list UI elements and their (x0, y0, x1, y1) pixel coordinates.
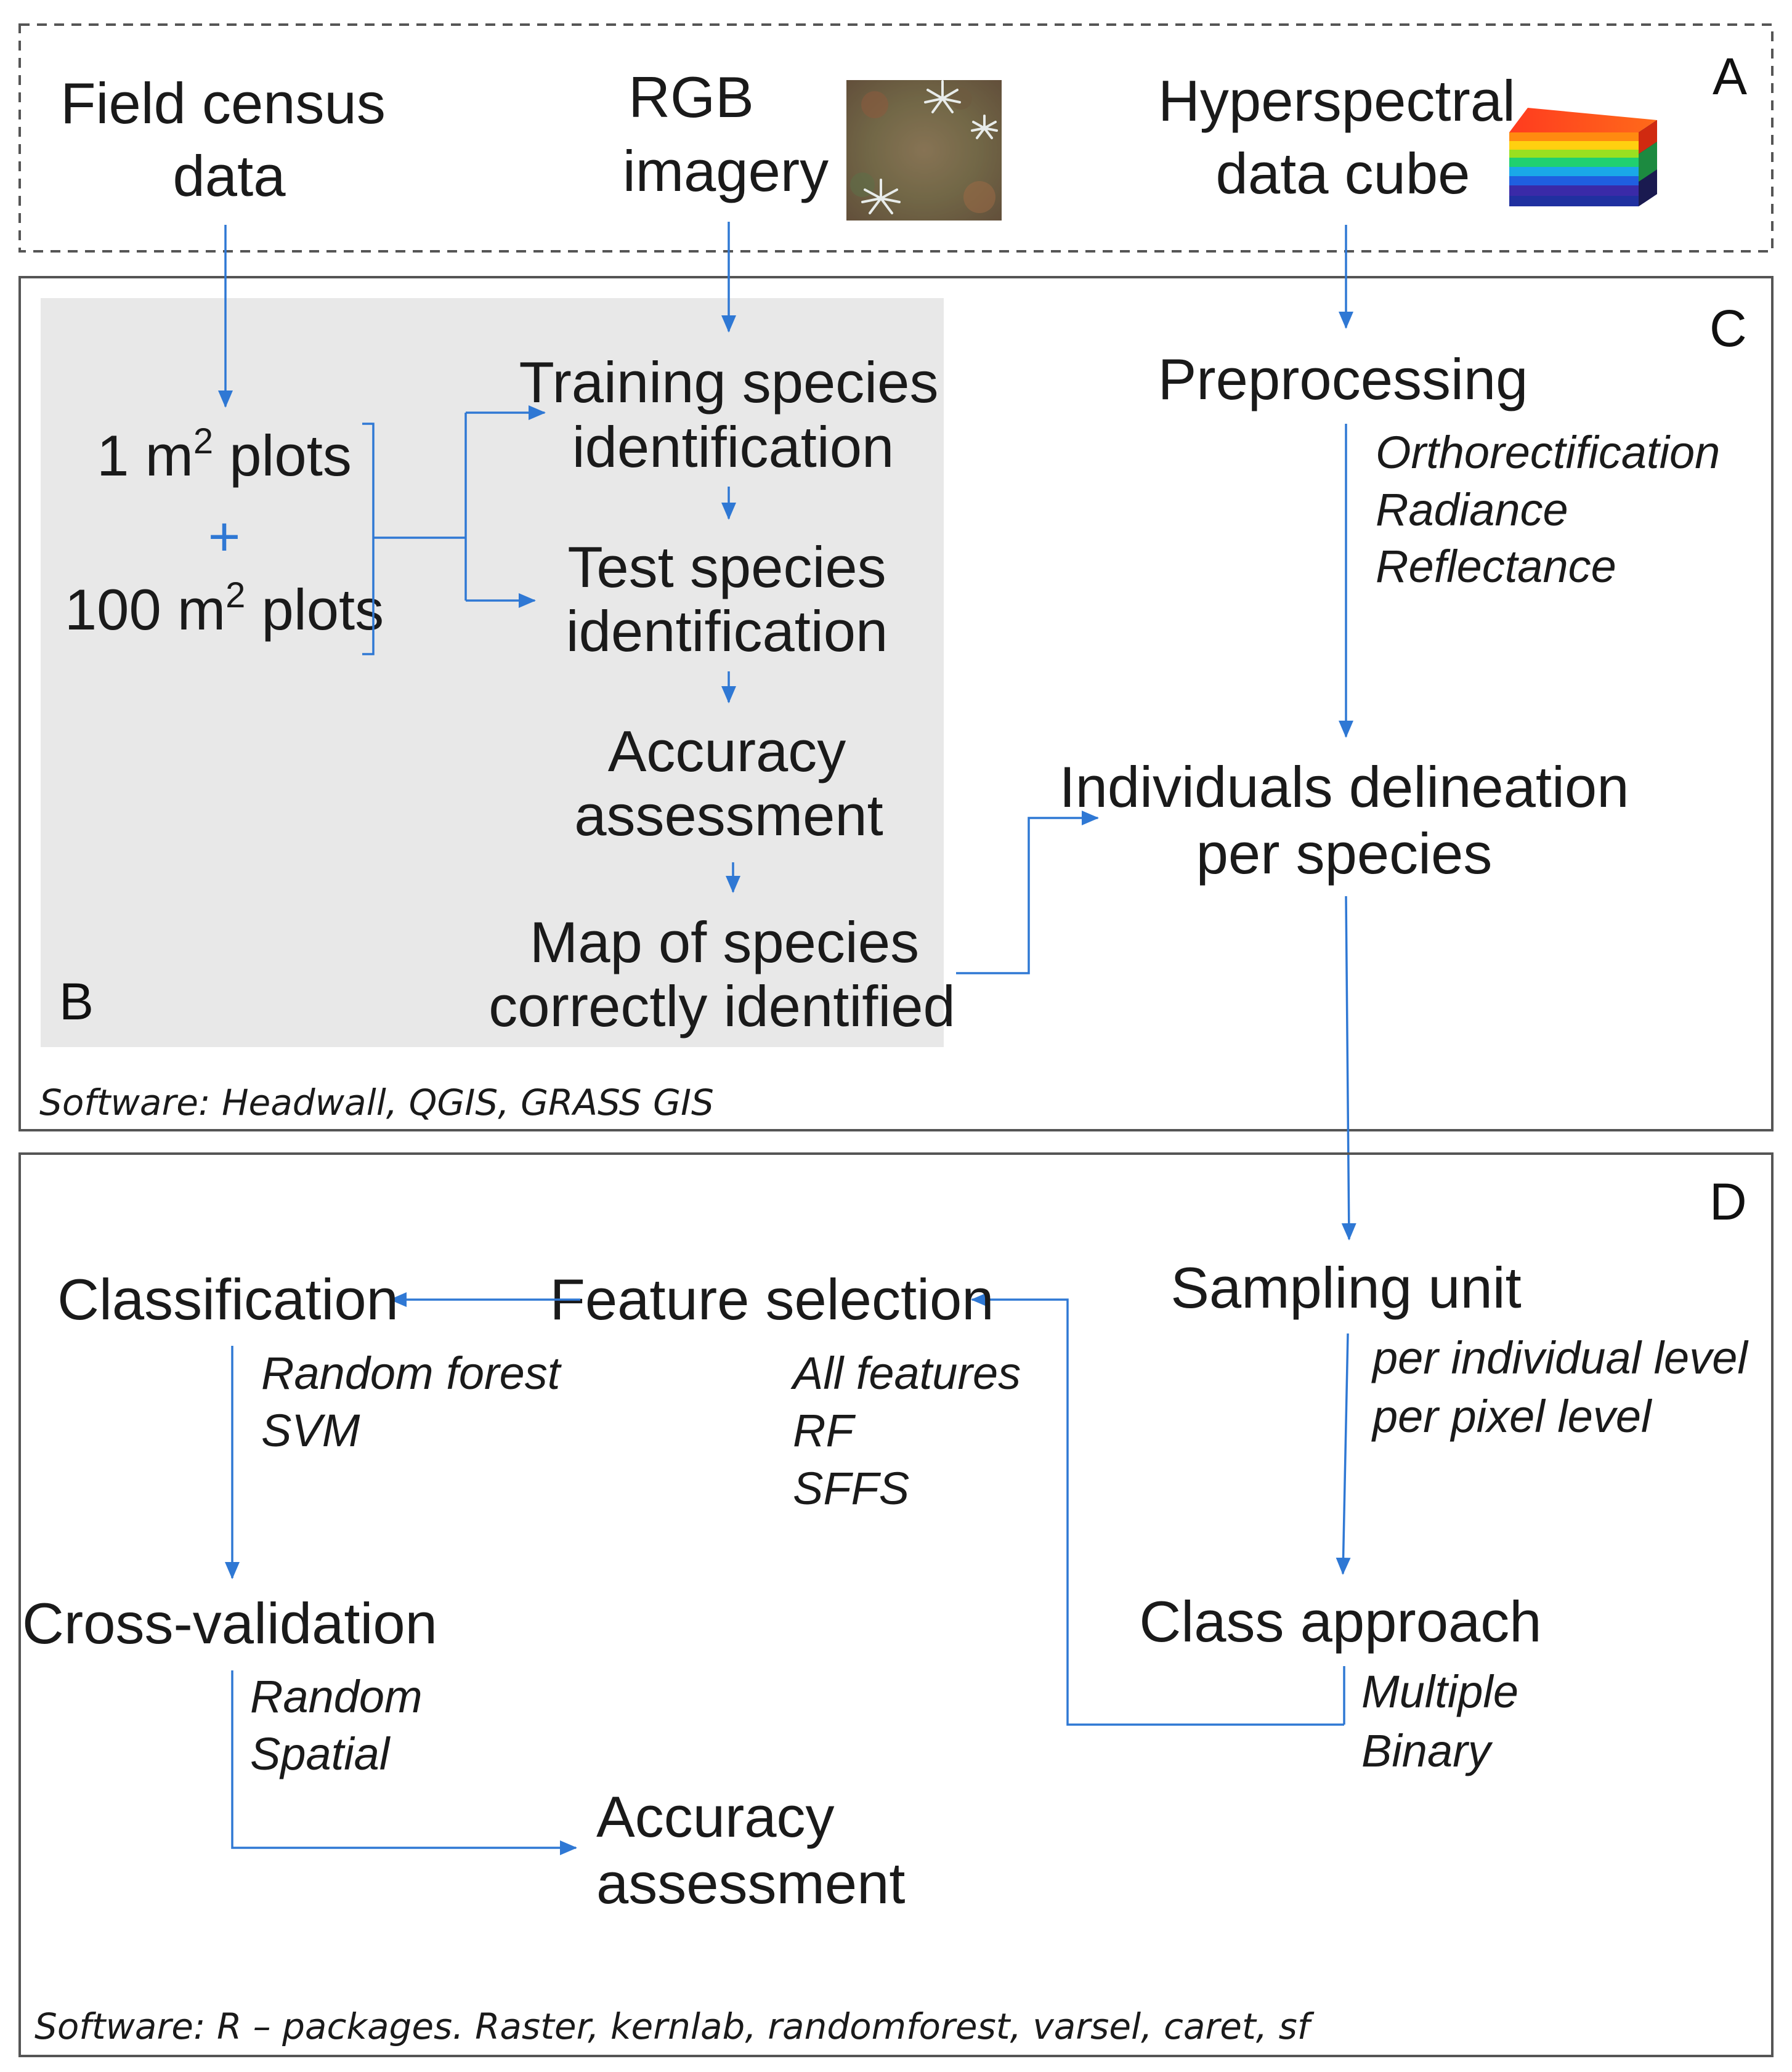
training-label: Training species (519, 350, 939, 415)
test-label-2: identification (566, 599, 888, 663)
arrow-class-to-feature (971, 1292, 1344, 1726)
sampling-individual: per individual level (1371, 1332, 1749, 1383)
plot-100m-rest: plots (245, 577, 384, 642)
panel-d-frame (18, 1152, 1774, 2057)
delineation-label: Individuals delineation (1060, 755, 1629, 819)
cross-validation-label: Cross-validation (22, 1591, 437, 1656)
panel-label-a: A (1713, 47, 1747, 105)
class-opt-multiple: Multiple (1361, 1666, 1518, 1717)
accuracy-d-label: Accuracy (596, 1784, 835, 1849)
classification-label: Classification (57, 1267, 399, 1332)
delineation-label-2: per species (1196, 821, 1493, 886)
method-random-forest: Random forest (261, 1348, 562, 1399)
panel-label-c: C (1709, 299, 1747, 357)
pre-step-reflectance: Reflectance (1376, 541, 1616, 592)
accuracy-d-label-2: assessment (596, 1851, 906, 1916)
panel-d-software: Software: R – packages. Raster, kernlab,… (34, 2005, 1315, 2047)
panel-a-frame (18, 23, 1774, 253)
spectral-cube-icon (1509, 108, 1657, 206)
cv-spatial: Spatial (250, 1728, 391, 1779)
plot-100m-num: 100 m (65, 577, 225, 642)
plot-100m-label: 100 m2 plots (65, 575, 384, 642)
field-census-label: Field census (60, 71, 386, 136)
sampling-label: Sampling unit (1170, 1255, 1522, 1320)
rgb-label-2: imagery (623, 139, 829, 203)
hyperspectral-label: Hyperspectral (1158, 68, 1515, 133)
plus-sign: + (208, 506, 241, 568)
arrow-sampling-to-class-approach (1336, 1333, 1351, 1575)
panel-label-d: D (1709, 1173, 1747, 1231)
arrow-cv-to-accuracy (231, 1670, 577, 1855)
method-svm: SVM (261, 1405, 360, 1456)
accuracy-b-label: Accuracy (608, 719, 846, 783)
feature-sffs: SFFS (793, 1463, 909, 1514)
plot-1m-label: 1 m2 plots (97, 421, 352, 488)
sampling-pixel: per pixel level (1371, 1391, 1653, 1442)
map-label: Map of species (530, 910, 919, 974)
class-approach-label: Class approach (1139, 1589, 1541, 1654)
panel-b-background (41, 298, 944, 1047)
field-census-label-2: data (173, 144, 286, 208)
pre-step-radiance: Radiance (1376, 484, 1568, 535)
plot-1m-num: 1 m (97, 423, 193, 488)
map-label-2: correctly identified (489, 974, 955, 1038)
class-opt-binary: Binary (1361, 1725, 1493, 1776)
rgb-label: RGB (628, 65, 754, 129)
panel-label-b: B (59, 973, 94, 1030)
accuracy-b-label-2: assessment (574, 783, 883, 848)
plot-100m-sup: 2 (225, 575, 245, 615)
arrow-delineation-to-sampling (1341, 896, 1356, 1240)
feature-rf: RF (793, 1405, 856, 1456)
aerial-vegetation-image (846, 80, 1002, 221)
plots-bracket (362, 423, 375, 655)
plot-1m-sup: 2 (193, 421, 213, 461)
panel-c-frame (18, 276, 1774, 1131)
cv-random: Random (250, 1671, 423, 1722)
feature-all: All features (790, 1348, 1021, 1399)
panel-c-software: Software: Headwall, QGIS, GRASS GIS (39, 1082, 714, 1123)
arrow-map-to-delineation (956, 811, 1099, 974)
feature-selection-label: Feature selection (549, 1267, 994, 1332)
plot-1m-rest: plots (213, 423, 352, 488)
hyperspectral-label-2: data cube (1216, 141, 1470, 206)
pre-step-orthorectification: Orthorectification (1376, 427, 1720, 478)
training-label-2: identification (572, 415, 894, 479)
preprocessing-label: Preprocessing (1158, 347, 1528, 411)
test-label: Test species (567, 535, 886, 599)
